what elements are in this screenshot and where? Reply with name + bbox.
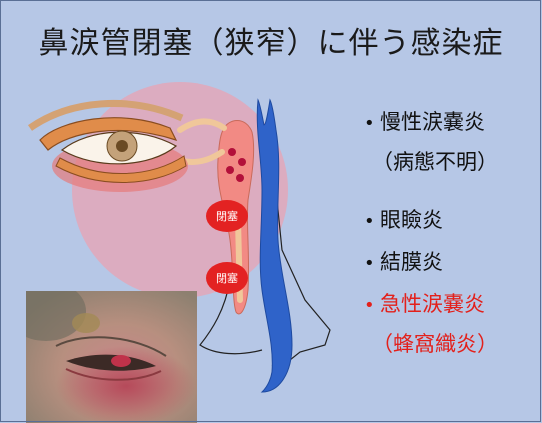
list-item: •慢性涙嚢炎 — [364, 106, 485, 136]
pupil — [116, 140, 128, 152]
list-item: •眼瞼炎 — [364, 204, 443, 234]
list-item-text: 慢性涙嚢炎 — [380, 110, 485, 134]
pus-dot — [226, 166, 234, 174]
bullet-symbol: • — [364, 295, 380, 316]
occlusion-marker-lower: 閉塞 — [206, 262, 248, 294]
occlusion-label-lower: 閉塞 — [216, 271, 238, 285]
list-item-sub: （蜂窩織炎） — [372, 328, 498, 358]
list-item-highlight: •急性涙嚢炎 — [364, 288, 485, 318]
clinical-photo — [26, 291, 197, 423]
list-item-text: 眼瞼炎 — [380, 208, 443, 232]
list-item-sub: （病態不明） — [372, 146, 498, 176]
bullet-symbol: • — [364, 253, 380, 274]
pus-dot — [228, 148, 236, 156]
bullet-symbol: • — [364, 211, 380, 232]
bullet-symbol: • — [364, 113, 380, 134]
pus-dot — [238, 158, 246, 166]
list-item: •結膜炎 — [364, 246, 443, 276]
list-item-text: 急性涙嚢炎 — [380, 292, 485, 316]
occlusion-label-upper: 閉塞 — [216, 209, 238, 223]
nasal-cavity-blue — [257, 100, 292, 392]
occlusion-marker-upper: 閉塞 — [206, 200, 248, 232]
pus-dot — [236, 174, 244, 182]
list-item-text: 結膜炎 — [380, 250, 443, 274]
clinical-photo-image — [26, 291, 197, 423]
